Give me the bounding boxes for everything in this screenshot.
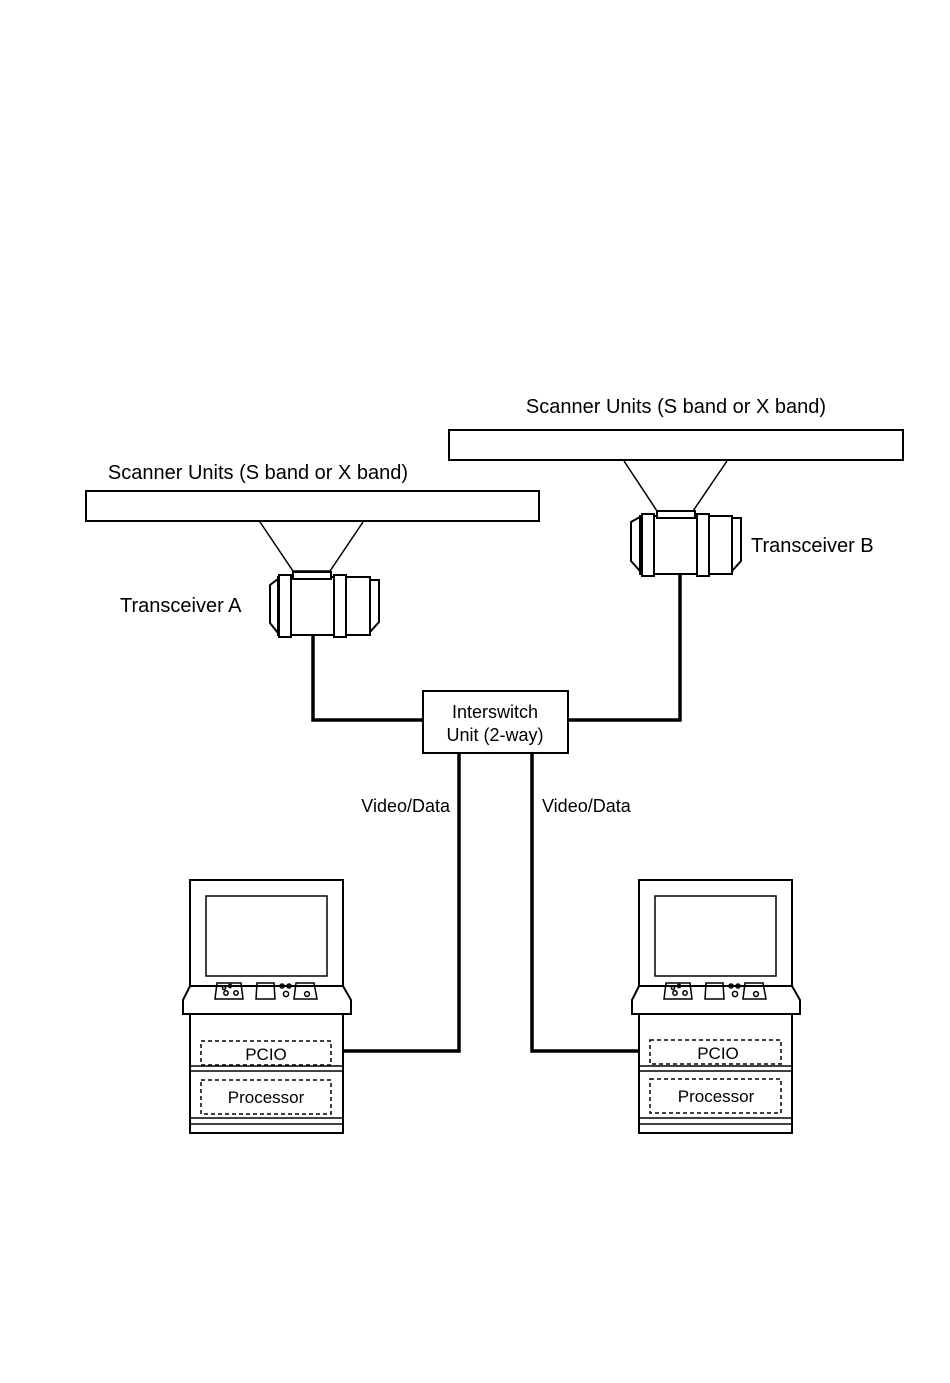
transceiver-b-right-cap xyxy=(732,518,741,571)
console-left-cabinet xyxy=(190,1014,343,1133)
scanner-b-antenna xyxy=(449,430,903,460)
console-left-processor-label: Processor xyxy=(228,1088,305,1107)
cable-transceiver-a xyxy=(313,636,423,720)
scanner-b-pedestal xyxy=(624,461,727,511)
interswitch-label-line2: Unit (2-way) xyxy=(446,725,543,745)
video-data-label-right: Video/Data xyxy=(542,796,632,816)
console-left-control-desk xyxy=(183,986,351,1014)
transceiver-b-label: Transceiver B xyxy=(751,535,874,557)
transceiver-a-label: Transceiver A xyxy=(120,595,242,617)
scanner-a-pedestal xyxy=(260,522,363,571)
display-console-left: PCIO Processor xyxy=(183,880,351,1133)
interswitch-unit: Interswitch Unit (2-way) xyxy=(423,691,568,753)
transceiver-b-band-right xyxy=(697,514,709,576)
video-data-label-left: Video/Data xyxy=(361,796,451,816)
console-right-control-desk xyxy=(632,986,800,1014)
transceiver-a-right-cap xyxy=(370,580,379,632)
interswitch-label-line1: Interswitch xyxy=(452,702,538,722)
transceiver-b-left-cap xyxy=(631,517,640,571)
cable-transceiver-b xyxy=(568,575,680,720)
transceiver-a: Transceiver A xyxy=(120,572,379,637)
scanner-b-label: Scanner Units (S band or X band) xyxy=(526,396,826,418)
scanner-unit-a: Scanner Units (S band or X band) xyxy=(86,462,539,571)
scanner-a-label: Scanner Units (S band or X band) xyxy=(108,462,408,484)
transceiver-b-band-left xyxy=(642,514,654,576)
transceiver-a-band-left xyxy=(279,575,291,637)
transceiver-a-band-right xyxy=(334,575,346,637)
transceiver-a-top-plate xyxy=(293,572,331,579)
console-left-pcio-label: PCIO xyxy=(245,1045,287,1064)
transceiver-b: Transceiver B xyxy=(631,511,874,576)
transceiver-b-top-plate xyxy=(657,511,695,518)
console-right-pcio-label: PCIO xyxy=(697,1044,739,1063)
transceiver-a-left-cap xyxy=(270,579,278,633)
scanner-a-antenna xyxy=(86,491,539,521)
console-right-processor-label: Processor xyxy=(678,1087,755,1106)
display-console-right: PCIO Processor xyxy=(632,880,800,1133)
console-right-cabinet xyxy=(639,1014,792,1133)
